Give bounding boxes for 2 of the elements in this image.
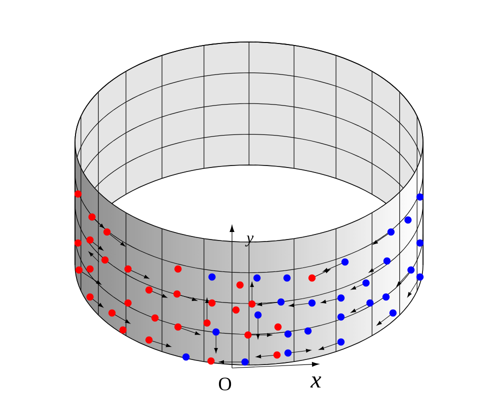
axis-label: x — [310, 376, 322, 388]
axis-label: O — [218, 378, 232, 390]
